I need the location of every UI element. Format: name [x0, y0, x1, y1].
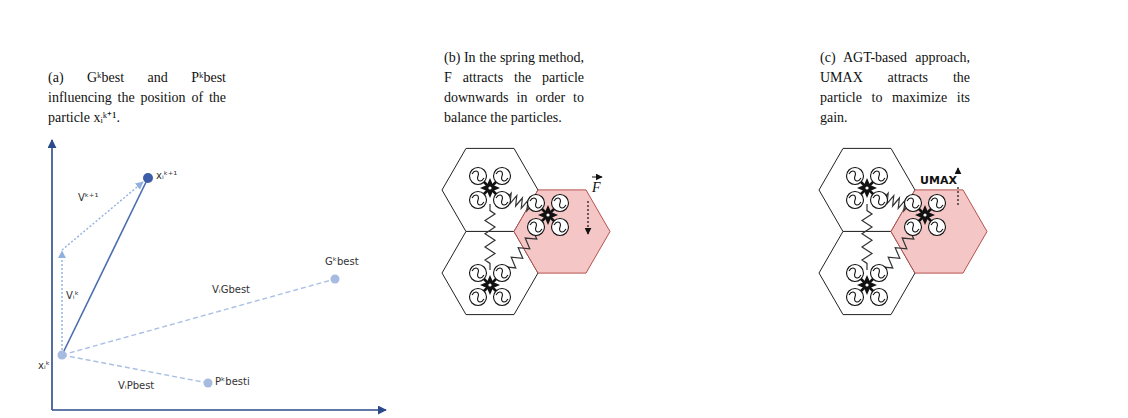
point-label: xᵢᵏ⁺¹	[156, 170, 177, 182]
vector-label: VᵢGbest	[212, 284, 250, 296]
subfigure-caption: (c) AGT-based approach, UMAX attracts th…	[820, 48, 970, 128]
point-label: Pᵏbesti	[215, 376, 250, 388]
vector-label: Vᵢᵏ	[66, 290, 79, 302]
utility-label: UMAX	[918, 174, 959, 187]
agt-approach-figure	[819, 148, 987, 314]
vector-label: VᵢPbest	[118, 380, 154, 392]
pso-plot	[52, 140, 386, 410]
point-label: Gᵏbest	[325, 256, 359, 268]
force-label: F	[592, 180, 601, 195]
point-label: xᵢᵏ	[38, 360, 50, 372]
subfigure-caption: (b) In the spring method, F attracts the…	[444, 48, 584, 128]
subfigure-caption: (a) Gᵏbest and Pᵏbest influencing the po…	[48, 68, 226, 128]
vector-label: Vᵏ⁺¹	[78, 192, 98, 204]
spring-method-figure	[442, 148, 610, 314]
